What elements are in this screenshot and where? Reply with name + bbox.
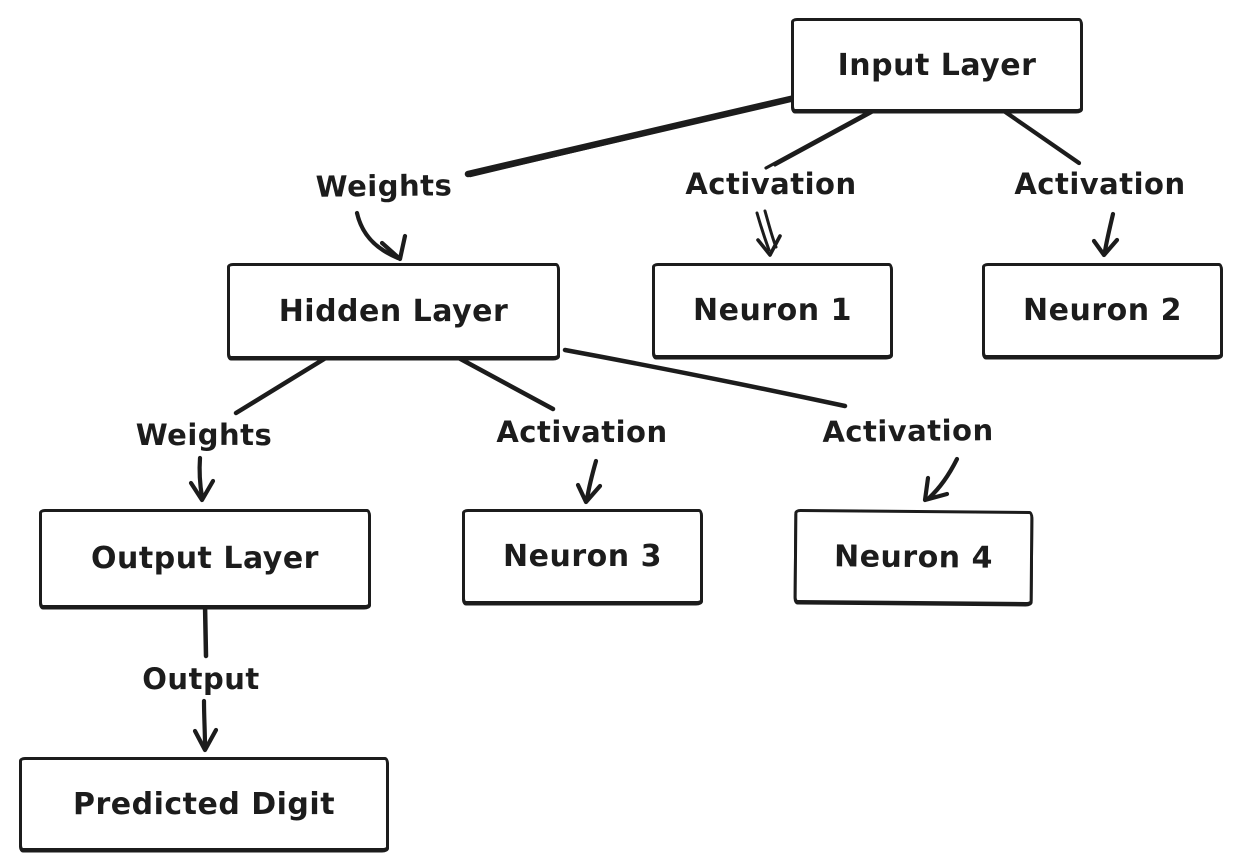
- edge-label-activation-1: Activation: [685, 167, 857, 201]
- node-neuron-4-label: Neuron 4: [833, 538, 994, 576]
- edge-line-hidden-to-output: [233, 353, 332, 416]
- arrowhead-activation-to-neuron1: [755, 209, 782, 257]
- node-input-layer-label: Input Layer: [837, 47, 1037, 83]
- node-predicted-digit-label: Predicted Digit: [72, 786, 336, 822]
- edge-label-activation-4: Activation: [822, 413, 994, 449]
- edge-label-weights-1: Weights: [315, 168, 453, 204]
- node-neuron-3-label: Neuron 3: [503, 539, 662, 574]
- node-neuron-3: Neuron 3: [462, 509, 703, 604]
- edge-label-activation-3: Activation: [496, 415, 668, 449]
- arrowhead-output-to-predicted: [192, 698, 219, 753]
- edge-line-input-to-hidden-overdraw: [468, 97, 797, 178]
- node-input-layer: Input Layer: [791, 18, 1083, 112]
- node-hidden-layer-label: Hidden Layer: [278, 293, 509, 329]
- node-neuron-2-label: Neuron 2: [1023, 293, 1182, 328]
- node-output-layer-label: Output Layer: [91, 541, 319, 576]
- edge-label-output: Output: [142, 662, 260, 696]
- node-predicted-digit: Predicted Digit: [19, 757, 389, 851]
- arrowhead-activation-to-neuron3: [575, 458, 603, 505]
- arrowhead-activation-to-neuron4: [922, 456, 960, 503]
- node-output-layer: Output Layer: [39, 509, 371, 608]
- edge-line-hidden-to-neuron3: [452, 353, 556, 412]
- node-neuron-1: Neuron 1: [652, 263, 893, 358]
- node-hidden-layer: Hidden Layer: [227, 263, 560, 359]
- edge-label-activation-2: Activation: [1014, 167, 1186, 201]
- edge-label-weights-2: Weights: [135, 418, 273, 452]
- node-neuron-1-label: Neuron 1: [693, 293, 852, 328]
- edge-line-hidden-to-neuron4: [562, 347, 848, 409]
- edge-line-input-to-neuron1-b: [773, 107, 880, 167]
- arrowhead-weights-to-hidden: [354, 210, 408, 262]
- edge-line-input-to-neuron2: [998, 106, 1082, 166]
- node-neuron-4: Neuron 4: [793, 508, 1034, 606]
- arrowhead-weights-to-outputlayer: [188, 455, 216, 503]
- edge-line-input-to-hidden: [464, 93, 803, 178]
- edge-line-input-to-neuron1-a: [764, 110, 871, 170]
- edge-line-output-to-predicted: [202, 601, 209, 659]
- node-neuron-2: Neuron 2: [982, 263, 1223, 358]
- arrowhead-activation-to-neuron2: [1091, 211, 1120, 258]
